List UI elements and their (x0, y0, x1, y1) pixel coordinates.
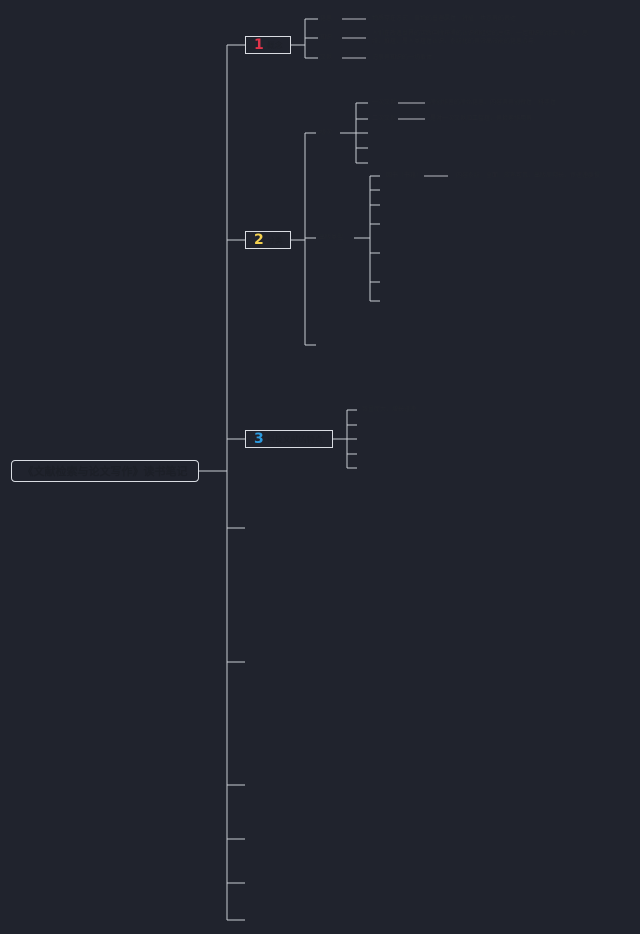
concept-label-information: 信息 (320, 15, 333, 22)
concept-label-knowledge: 知识 (320, 34, 333, 41)
section-label-features: 科技文献的特点 (266, 434, 323, 444)
concept-desc-document: 记录有知识的一切载体 (372, 54, 433, 61)
concept-desc-knowledge: 人们在改造世界的实践中所获得的认识和经验的总结。一定知识的组合，形象，思维，推理… (372, 30, 589, 45)
section-node-concept[interactable]: 1 概念 (245, 36, 291, 54)
type-label-books: 图书（书籍） (386, 172, 423, 179)
level-label-secondary: 二次文献 (372, 115, 397, 122)
classification-label-publication-type: 出版类型 (319, 234, 344, 241)
features-desc-volume: 数量庞大，增长迅速 (362, 406, 417, 413)
root-title: 《文献检索与论文写作》读书笔记 (22, 465, 188, 478)
section-label-concept: 概念 (266, 40, 283, 50)
section-number-1: 1 (254, 37, 264, 53)
section-number-3: 3 (254, 431, 264, 447)
section-node-features[interactable]: 3 科技文献的特点 (245, 430, 333, 448)
section-node-classification[interactable]: 2 分类 (245, 231, 291, 249)
section-label-classification: 分类 (266, 235, 283, 245)
level-label-primary: 一次文献 (372, 99, 397, 106)
level-desc-secondary: 是对一次文献加工整理，有检索作用等 (430, 115, 533, 122)
concept-desc-information: 物质存在方式、事物的普遍属性、特征、状态等的表达 (372, 15, 517, 22)
section-number-2: 2 (254, 232, 264, 248)
root-node[interactable]: 《文献检索与论文写作》读书笔记 (11, 460, 199, 482)
concept-label-document: 文献 (320, 54, 333, 61)
level-desc-primary: 原创作者的原始信息，内容具有创新性、科学性 (430, 99, 557, 106)
classification-label-level: 级次 (320, 129, 333, 136)
type-desc-books: 内容系统、全面、成熟可靠，出版周期长，传递速度慢 (456, 172, 601, 179)
